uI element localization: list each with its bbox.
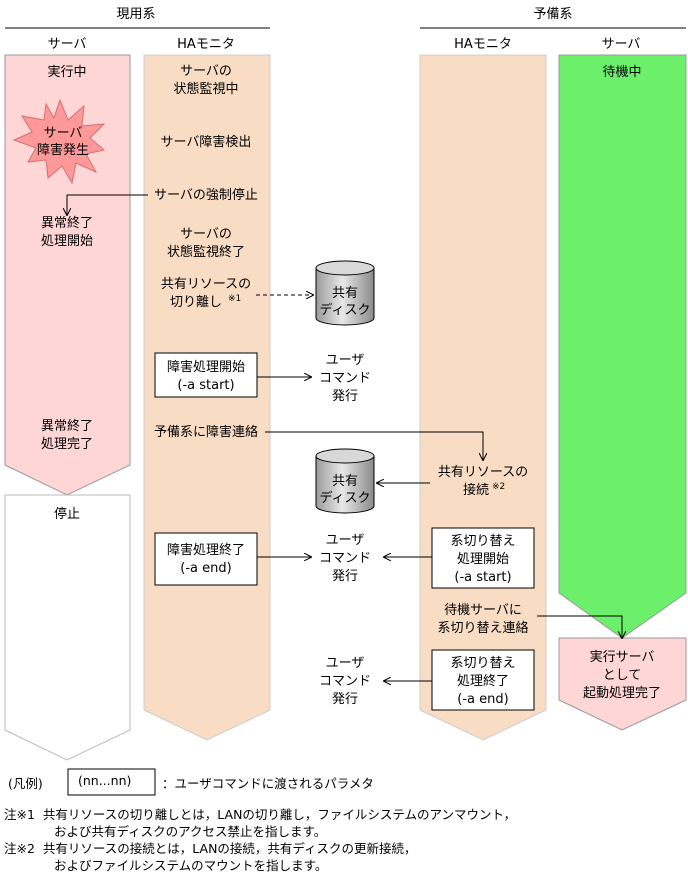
fault-end-line2: (-a end) — [180, 561, 231, 576]
monitoring-line2: 状態監視中 — [173, 81, 238, 97]
connect-note-mark: ※2 — [492, 482, 505, 492]
forced-stop: サーバの強制停止 — [154, 187, 258, 203]
user-command-3-line3: 発行 — [332, 692, 358, 707]
note-1: 注※1 共有リソースの切り離しとは，LANの切り離し，ファイルシステムのアンマウ… — [4, 806, 516, 823]
switch-start-box — [431, 527, 535, 589]
detach-line2: 切り離し — [170, 295, 222, 310]
switch-start-line2: 処理開始 — [457, 552, 509, 567]
failure-burst-line2: 障害発生 — [37, 142, 89, 158]
abend-start-line2: 処理開始 — [41, 234, 93, 249]
abend-done-line1: 異常終了 — [41, 418, 93, 434]
fault-start-line2: (-a start) — [177, 378, 234, 393]
note-2-line2: およびファイルシステムのマウントを指します。 — [54, 858, 328, 873]
switch-end-line1: 系切り替え — [450, 656, 515, 671]
active-system-header: 現用系 — [116, 7, 155, 22]
connect-line1: 共有リソースの — [438, 465, 528, 480]
connect-line2: 接続 — [463, 482, 489, 498]
switch-end-line2: 処理終了 — [457, 673, 509, 689]
note-2-line1: 共有リソースの接続とは，LANの接続，共有ディスクの更新接続， — [42, 841, 417, 856]
shared-disk-icon-2: 共有 ディスク — [315, 448, 375, 514]
switch-start-line1: 系切り替え — [450, 534, 515, 549]
notify-server-line1: 待機サーバに — [444, 603, 522, 618]
detach-note-mark: ※1 — [228, 294, 241, 304]
note-1-line2: および共有ディスクのアクセス禁止を指します。 — [54, 824, 327, 839]
switch-end-line3: (-a end) — [457, 692, 508, 707]
note-2-mark: 注※2 — [4, 841, 35, 856]
standby-ha-lane — [419, 54, 547, 741]
note-1-line1: 共有リソースの切り離しとは，LANの切り離し，ファイルシステムのアンマウント， — [42, 807, 517, 822]
notify-server-line2: 系切り替え連絡 — [437, 620, 528, 636]
standby-done-line2: として — [603, 668, 642, 683]
standby-server-lane-active — [558, 637, 687, 731]
user-command-1-line3: 発行 — [332, 389, 358, 404]
standby-ha-header: HAモニタ — [454, 37, 512, 52]
failure-burst-line1: サーバ — [44, 126, 83, 141]
standby-server-header: サーバ — [602, 37, 641, 52]
monitor-end-line2: 状態監視終了 — [167, 244, 245, 260]
user-command-2-line1: ユーザ — [326, 533, 365, 548]
fault-end-line1: 障害処理終了 — [167, 542, 245, 558]
user-command-3-line1: ユーザ — [326, 656, 365, 671]
user-command-2-line2: コマンド — [319, 551, 371, 566]
legend-description: ：ユーザコマンドに渡されるパラメタ — [162, 776, 374, 791]
monitor-end-line1: サーバの — [180, 227, 232, 242]
note-2: 注※2 共有リソースの接続とは，LANの接続，共有ディスクの更新接続， — [4, 840, 417, 857]
forced-stop-arrow — [67, 194, 148, 215]
monitoring-line1: サーバの — [180, 64, 232, 79]
shared-disk-icon: 共有 ディスク — [315, 260, 375, 326]
failure-burst-icon — [12, 98, 106, 185]
fault-start-line1: 障害処理開始 — [167, 359, 245, 375]
user-command-3-line2: コマンド — [319, 674, 371, 689]
standby-server-lane-waiting — [558, 54, 687, 639]
stopped-status: 停止 — [54, 506, 80, 522]
switch-start-line3: (-a start) — [454, 570, 511, 585]
disk2-label-line1: 共有 — [332, 474, 358, 489]
abend-start-line1: 異常終了 — [41, 215, 93, 231]
legend-box-text: (nn...nn) — [78, 773, 132, 788]
legend-box — [67, 768, 156, 796]
standby-done-line3: 起動処理完了 — [583, 686, 661, 701]
disk-label-line1: 共有 — [332, 286, 358, 301]
notify-standby: 予備系に障害連絡 — [154, 424, 258, 440]
user-command-1-line2: コマンド — [319, 371, 371, 386]
failure-detect: サーバ障害検出 — [161, 134, 252, 150]
running-status: 実行中 — [47, 64, 86, 80]
notify-standby-arrow — [265, 431, 483, 460]
legend-label: (凡例) — [8, 776, 43, 791]
user-command-2-line3: 発行 — [332, 569, 358, 584]
detach-line1: 共有リソースの — [161, 277, 251, 292]
disk-label-line2: ディスク — [319, 302, 370, 318]
standby-done-line1: 実行サーバ — [590, 649, 655, 665]
active-server-lane-stopped — [4, 494, 131, 761]
standby-system-header: 予備系 — [533, 6, 572, 22]
active-server-lane-running — [4, 54, 131, 496]
active-ha-header: HAモニタ — [177, 37, 235, 52]
waiting-status: 待機中 — [602, 65, 641, 80]
fault-start-box — [154, 352, 258, 398]
switch-end-box — [431, 649, 535, 711]
user-command-1-line1: ユーザ — [326, 353, 365, 368]
note-1-mark: 注※1 — [4, 807, 35, 822]
disk2-label-line2: ディスク — [319, 490, 370, 506]
active-server-header: サーバ — [48, 37, 87, 52]
fault-end-box — [154, 532, 258, 586]
notify-server-arrow — [537, 615, 622, 638]
abend-done-line2: 処理完了 — [41, 437, 93, 452]
